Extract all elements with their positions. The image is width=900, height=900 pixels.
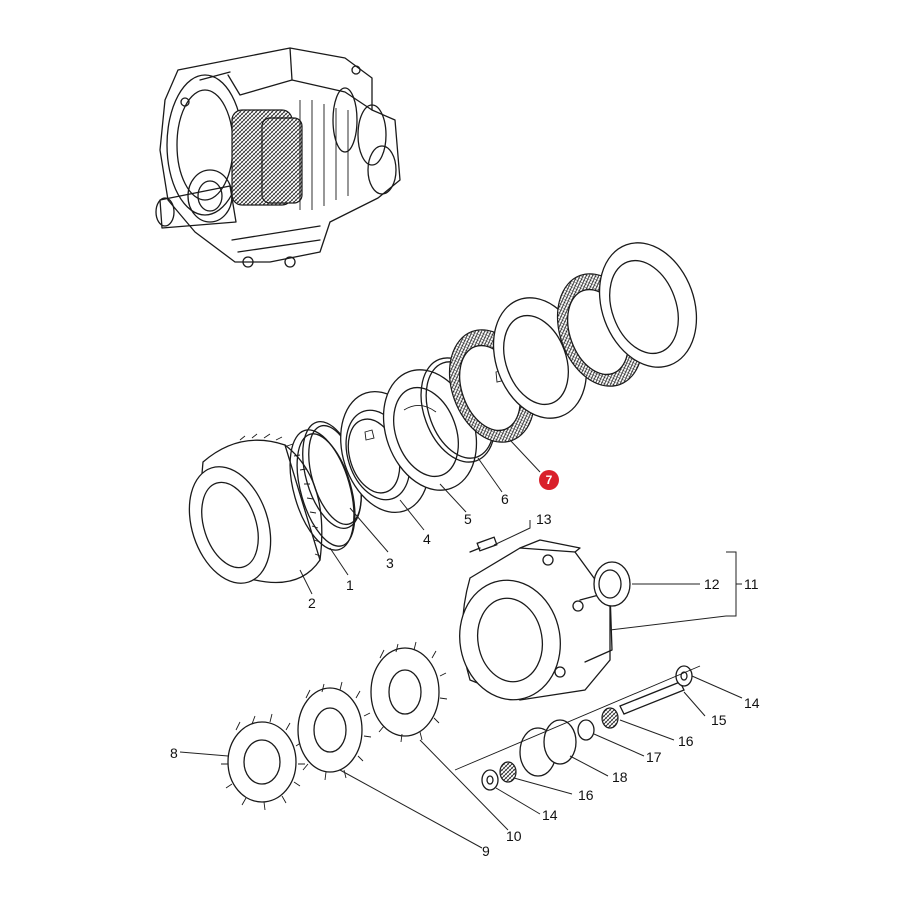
callout-15: 15	[711, 712, 727, 728]
part-16-bearing-left[interactable]	[499, 761, 517, 783]
callout-7: 7	[546, 473, 553, 487]
part-10-gear[interactable]	[370, 641, 448, 743]
part-16-bearing-right[interactable]	[601, 707, 619, 729]
end-plate[interactable]	[583, 229, 713, 381]
callout-13: 13	[536, 511, 552, 527]
part-12-bushing[interactable]	[593, 561, 631, 607]
callout-2: 2	[308, 595, 316, 611]
callout-labels: 1 2 3 4 5 6 8 9 10 11 12 13 14 14 15 16 …	[170, 491, 760, 859]
callout-5: 5	[464, 511, 472, 527]
part-1-snap-ring[interactable]	[278, 423, 366, 558]
callout-16-left: 16	[578, 787, 594, 803]
callout-14-right: 14	[744, 695, 760, 711]
leader-lines	[179, 439, 743, 849]
callout-1: 1	[346, 577, 354, 593]
part-17-spacer[interactable]	[577, 719, 595, 741]
callout-12: 12	[704, 576, 720, 592]
callout-18: 18	[612, 769, 628, 785]
part-14-washer-right[interactable]	[675, 665, 693, 687]
callout-16-right: 16	[678, 733, 694, 749]
callout-3: 3	[386, 555, 394, 571]
callout-11: 11	[744, 576, 759, 592]
callout-7-badge[interactable]	[539, 470, 559, 490]
callout-4: 4	[423, 531, 431, 547]
part-2-drum-gear[interactable]	[175, 433, 323, 594]
callout-10: 10	[506, 828, 522, 844]
callout-6: 6	[501, 491, 509, 507]
part-13-screw[interactable]	[469, 536, 498, 553]
part-8-gear[interactable]	[221, 713, 305, 811]
transmission-overview-illustration	[155, 47, 401, 268]
part-9-gear[interactable]	[297, 681, 372, 781]
part-14-washer-left[interactable]	[481, 769, 499, 791]
part-18-cluster-gear[interactable]	[519, 719, 577, 777]
callout-8: 8	[170, 745, 178, 761]
callout-7-highlight[interactable]: 7	[539, 470, 559, 490]
callout-14-left: 14	[542, 807, 558, 823]
assembly-axis-line	[454, 665, 701, 771]
callout-9: 9	[482, 843, 490, 859]
part-11-carrier-housing[interactable]	[450, 539, 613, 708]
part-15-pin[interactable]	[619, 681, 685, 715]
callout-17: 17	[646, 749, 662, 765]
